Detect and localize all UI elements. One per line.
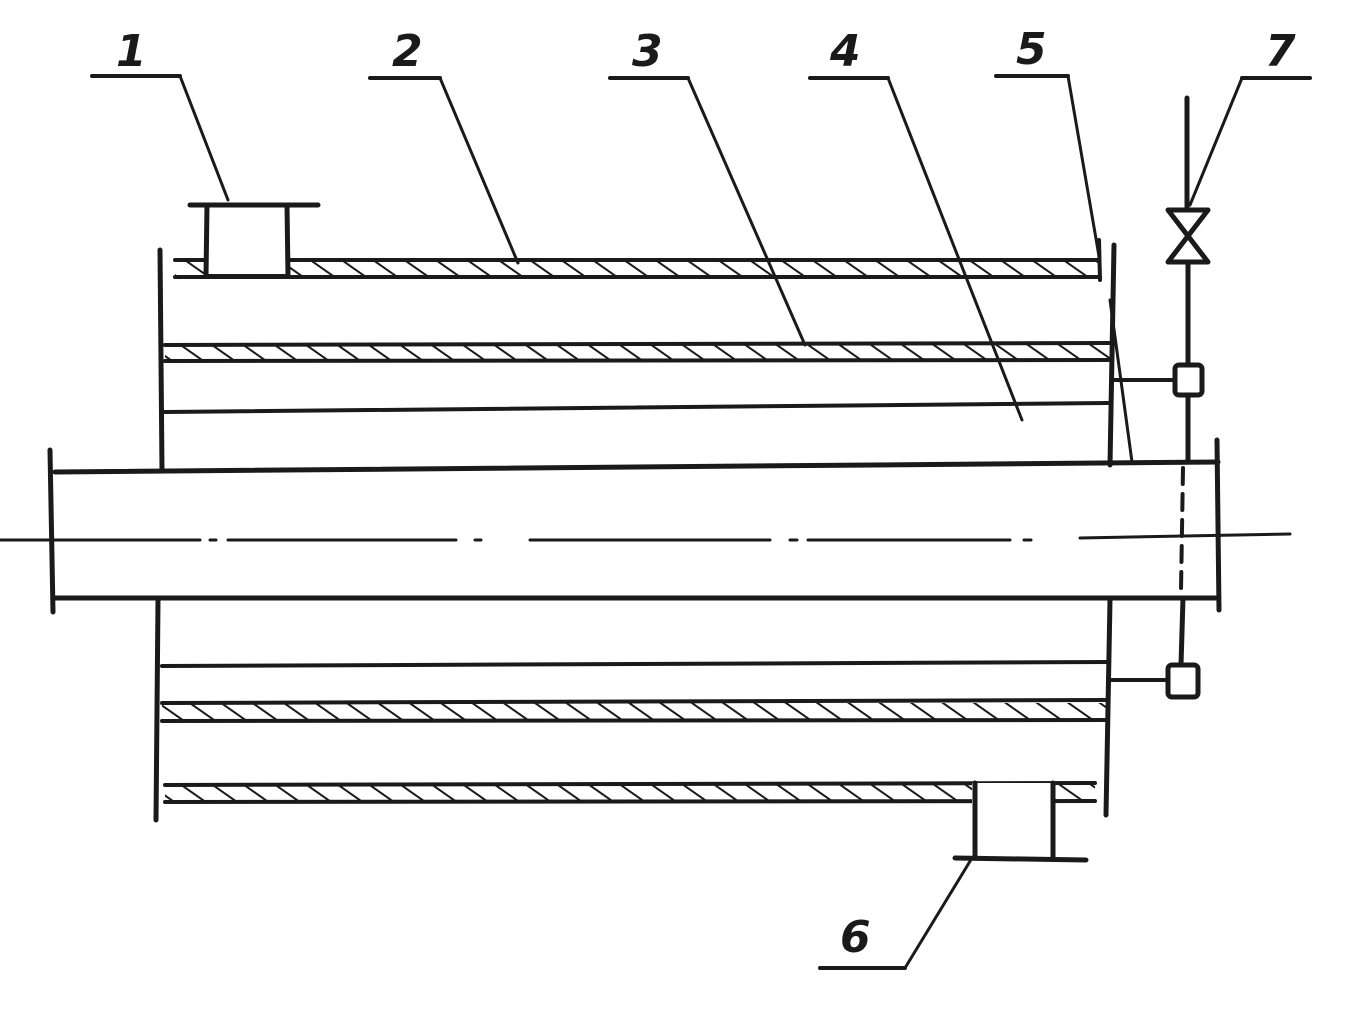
center-axis — [0, 532, 1292, 542]
outer-jacket-top — [173, 238, 1102, 282]
pipe-right-flange — [1214, 437, 1222, 613]
inlet-nozzle — [187, 202, 321, 279]
seal-element — [1108, 298, 1134, 464]
housing-left-wall-top — [157, 247, 165, 473]
outlet-nozzle — [952, 780, 1089, 863]
callout-6: 6 — [840, 912, 871, 963]
valve-icon — [1165, 207, 1211, 265]
callout-labels: 1 2 3 4 5 7 6 — [116, 24, 1296, 963]
central-pipe — [47, 437, 1222, 615]
housing-right-wall-top — [1107, 242, 1117, 468]
callout-1: 1 — [116, 26, 147, 77]
housing-left-wall-bottom — [153, 597, 161, 823]
callout-4: 4 — [829, 26, 861, 77]
callout-2: 2 — [392, 26, 423, 77]
callout-5: 5 — [1016, 24, 1047, 75]
pipe-left-flange — [47, 447, 56, 615]
leader-lines — [90, 74, 1312, 970]
sensor-bottom-icon — [1165, 662, 1201, 700]
housing — [153, 242, 1117, 823]
outer-jacket-bottom — [163, 781, 1097, 804]
callout-3: 3 — [632, 26, 663, 77]
inner-shell-bottom — [160, 660, 1110, 723]
outlet-flange — [952, 855, 1089, 863]
inner-lining-bottom — [160, 660, 1110, 668]
inner-shell-top — [163, 341, 1112, 414]
callout-7: 7 — [1265, 26, 1296, 77]
valve-assembly — [1110, 95, 1211, 700]
sensor-top-icon — [1172, 362, 1205, 398]
inner-lining-top — [163, 401, 1110, 414]
